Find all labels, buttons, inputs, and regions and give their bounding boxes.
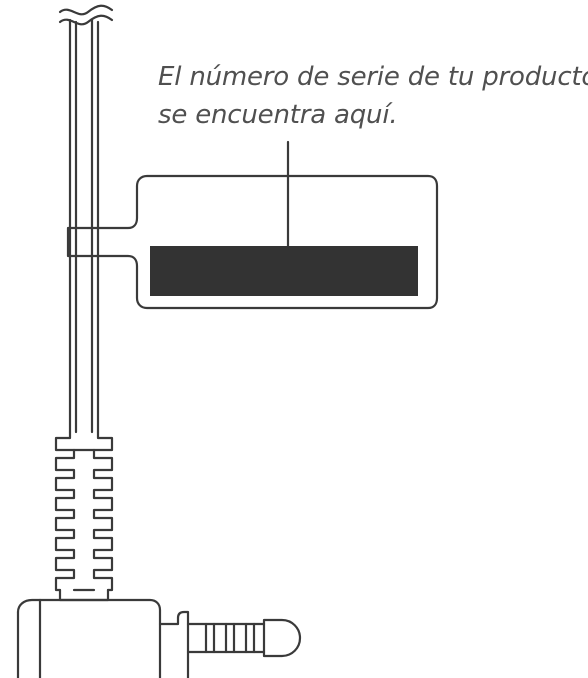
audio-jack-icon	[158, 610, 302, 678]
serial-number-bar	[150, 246, 418, 296]
serial-tag-icon	[66, 174, 439, 310]
cable	[68, 18, 100, 434]
strain-relief	[54, 430, 114, 602]
cable-break-icon	[58, 4, 114, 26]
caption-line-1: El número de serie de tu producto	[158, 62, 588, 92]
caption-line-2: se encuentra aquí.	[158, 100, 398, 130]
serial-caption: El número de serie de tu producto se enc…	[158, 58, 588, 134]
jack-housing	[16, 598, 162, 678]
